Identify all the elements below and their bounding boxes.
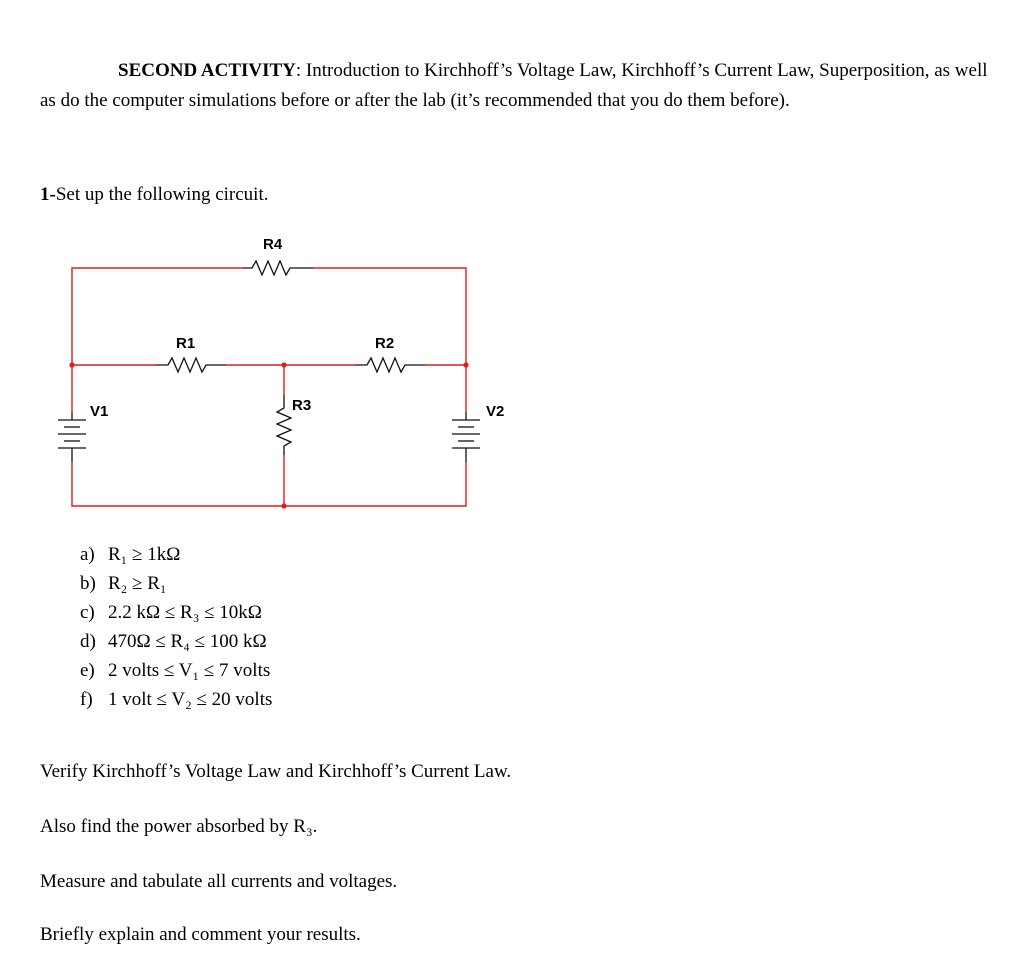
node-bottom — [281, 503, 287, 509]
condition-d: d)470Ω ≤ R₄ ≤ 100 kΩ — [80, 631, 267, 652]
step-number: 1- — [40, 184, 56, 205]
condition-f: f)1 volt ≤ V₂ ≤ 20 volts — [80, 689, 273, 710]
activity-title: SECOND ACTIVITY — [118, 60, 296, 81]
power-paragraph: Also find the power absorbed by R₃. — [40, 816, 318, 837]
wire-top-left — [71, 267, 243, 365]
v1-battery-icon — [58, 412, 86, 462]
r2-resistor-icon — [355, 356, 425, 374]
resistor-icon — [243, 259, 313, 277]
node-right — [463, 362, 469, 368]
r3-resistor-icon — [275, 395, 293, 455]
r1-label: R1 — [176, 335, 195, 352]
r4-resistor-icon — [243, 259, 313, 277]
r2-label: R2 — [375, 335, 394, 352]
v1-label: V1 — [90, 403, 108, 420]
explain-paragraph: Briefly explain and comment your results… — [40, 924, 361, 945]
condition-a: a)R₁ ≥ 1kΩ — [80, 544, 181, 565]
verify-paragraph: Verify Kirchhoff’s Voltage Law and Kirch… — [40, 761, 512, 782]
condition-e: e)2 volts ≤ V₁ ≤ 7 volts — [80, 660, 271, 681]
v2-label: V2 — [486, 403, 504, 420]
node-center — [281, 362, 287, 368]
wire-bottom — [71, 462, 467, 507]
condition-b: b)R₂ ≥ R₁ — [80, 573, 167, 594]
r1-resistor-icon — [156, 356, 226, 374]
condition-c: c)2.2 kΩ ≤ R₃ ≤ 10kΩ — [80, 602, 262, 623]
r3-label: R3 — [292, 397, 311, 414]
step-text: Set up the following circuit. — [55, 184, 269, 205]
activity-description: : Introduction to Kirchhoff’s Voltage La… — [40, 60, 988, 111]
step-1: 1-Set up the following circuit. — [40, 180, 268, 210]
node-left — [69, 362, 75, 368]
measure-paragraph: Measure and tabulate all currents and vo… — [40, 871, 398, 892]
v2-battery-icon — [452, 412, 480, 462]
conditions-list: a)R₁ ≥ 1kΩ b)R₂ ≥ R₁ c)2.2 kΩ ≤ R₃ ≤ 10k… — [80, 540, 272, 714]
wire-top-right — [313, 267, 467, 365]
r4-label: R4 — [263, 236, 283, 253]
activity-intro: SECOND ACTIVITY: Introduction to Kirchho… — [40, 56, 990, 116]
